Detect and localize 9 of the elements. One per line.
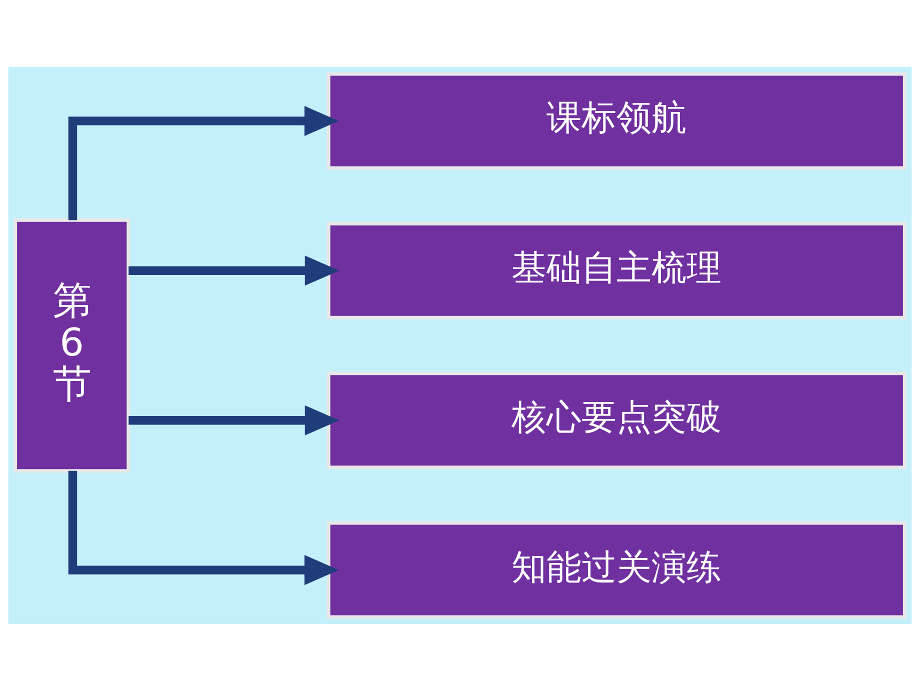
node-box: 知能过关演练 — [326, 520, 906, 618]
arrow — [128, 404, 340, 435]
node-box: 核心要点突破 — [326, 371, 906, 469]
arrow — [68, 470, 339, 585]
node-box: 课标领航 — [326, 72, 906, 170]
arrow — [68, 105, 339, 220]
node-box: 第6节 — [14, 218, 130, 472]
arrow — [128, 255, 340, 286]
node-box: 基础自主梳理 — [326, 221, 906, 319]
